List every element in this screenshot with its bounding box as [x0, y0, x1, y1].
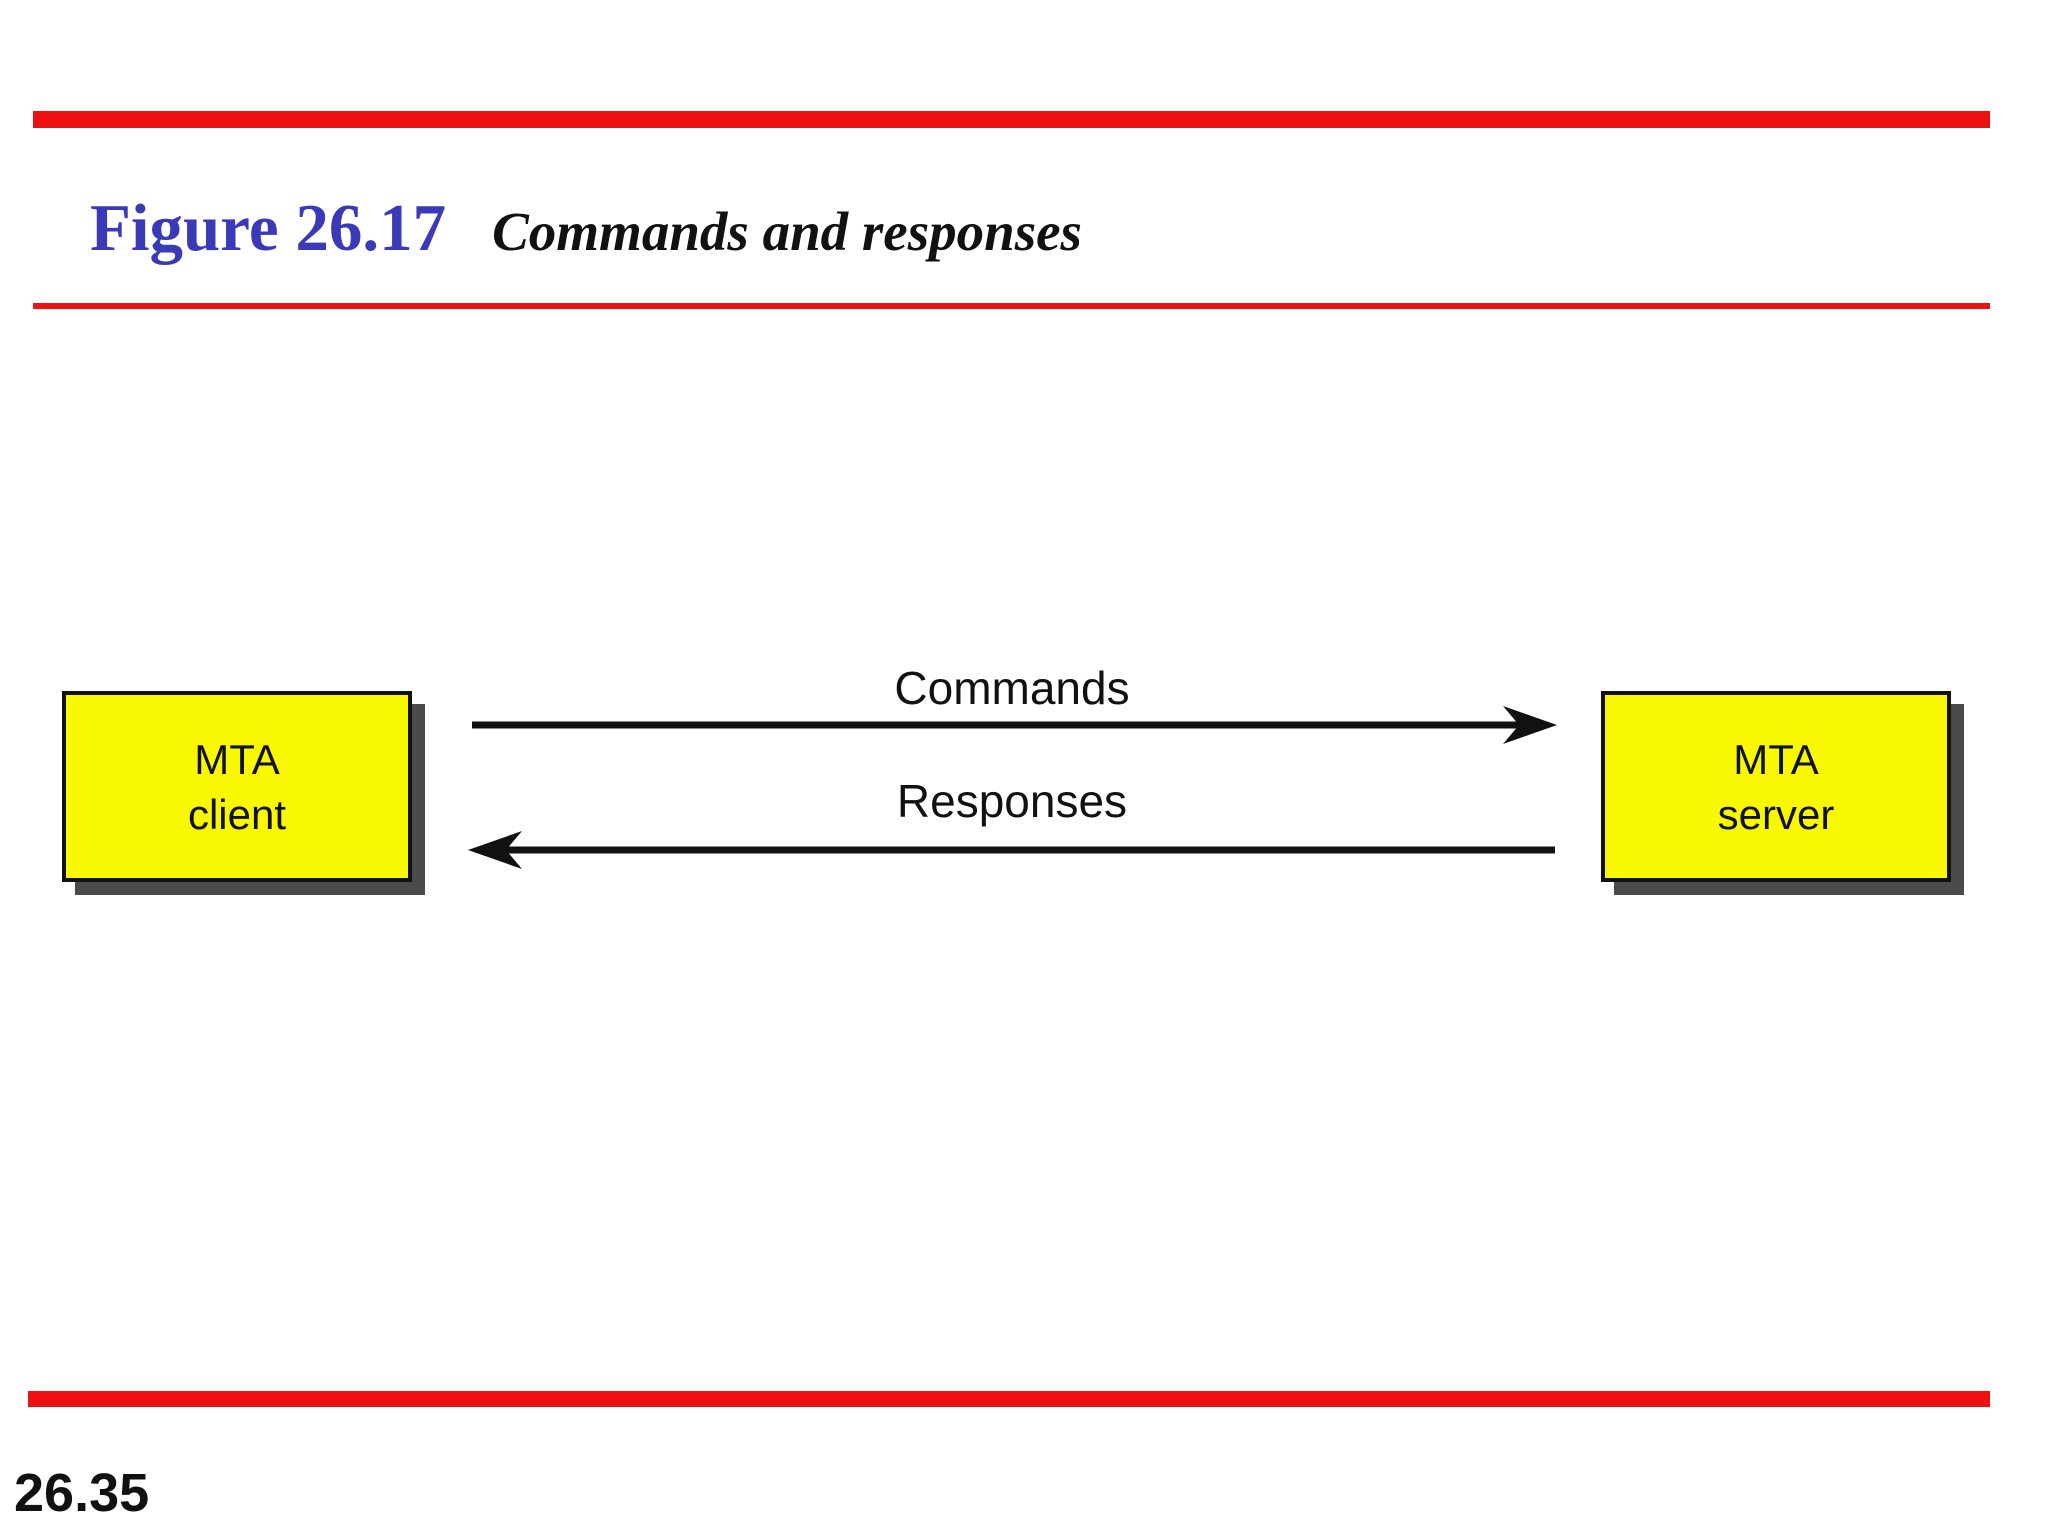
slide-title: Figure 26.17 Commands and responses [90, 190, 1082, 267]
title-underline-rule [33, 303, 1990, 309]
right-arrowhead-icon [1503, 706, 1557, 744]
mta-server-label-line2: server [1717, 790, 1835, 838]
figure-number: Figure 26.17 [90, 191, 447, 265]
mta-client-label-line2: client [187, 790, 287, 838]
bottom-accent-bar [28, 1391, 1990, 1407]
figure-caption: Commands and responses [492, 201, 1082, 262]
page-number: 26.35 [14, 1463, 150, 1523]
mta-server-box: MTA server [1601, 691, 1951, 882]
mta-server-label-line1: MTA [1733, 735, 1819, 783]
responses-arrow [468, 831, 1555, 869]
mta-client-box: MTA client [62, 691, 412, 882]
mta-client-label-line1: MTA [194, 735, 280, 783]
responses-arrow-label: Responses [896, 775, 1128, 827]
commands-arrow-label: Commands [894, 662, 1130, 714]
top-accent-bar [33, 111, 1990, 128]
left-arrowhead-icon [468, 831, 522, 869]
